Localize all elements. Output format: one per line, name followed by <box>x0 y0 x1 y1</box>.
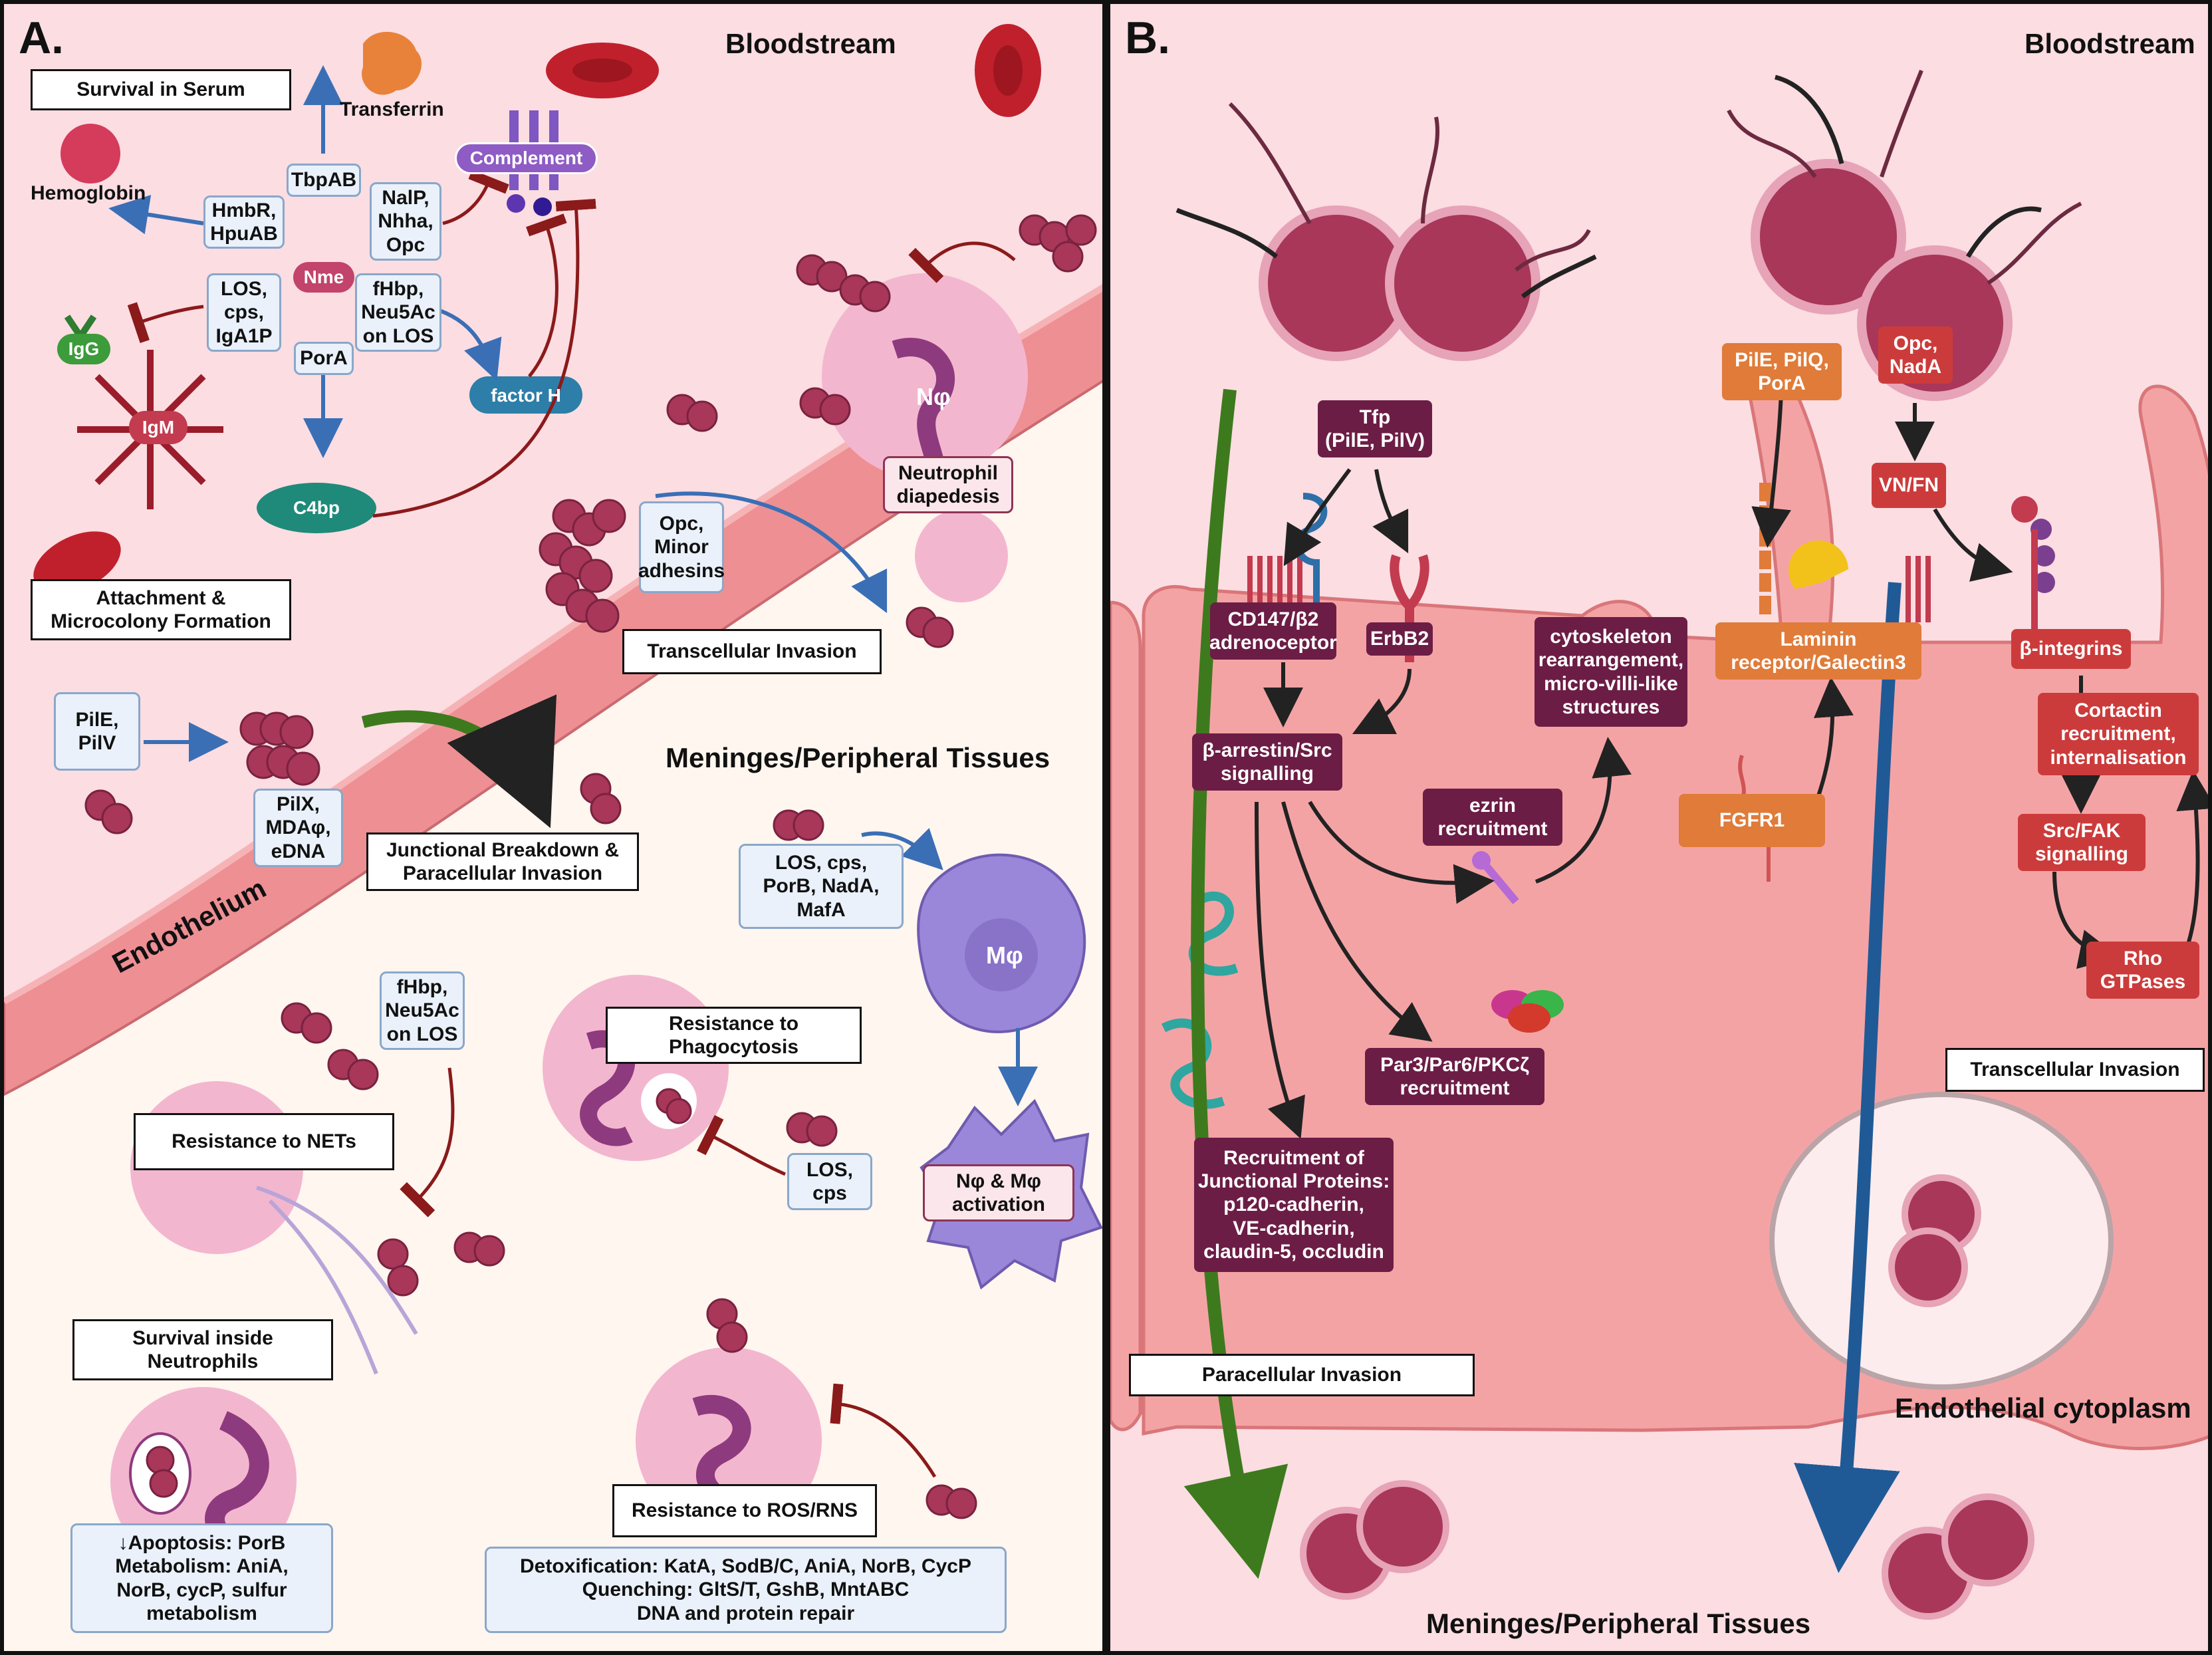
panel-b-tissues-label: Meninges/Peripheral Tissues <box>1426 1608 1811 1639</box>
transcellular-arrow <box>1794 582 1902 1573</box>
cortactin-box: Cortactin recruitment, internalisation <box>2038 693 2199 775</box>
igm-label: IgM <box>129 411 187 444</box>
transferrin-shape <box>362 31 422 95</box>
bacteria <box>84 214 1097 1519</box>
los-cps-box: LOS, cps <box>787 1153 872 1210</box>
panel-a: A. Bloodstream Meninges/Peripheral Tissu… <box>0 0 1106 1655</box>
galectin3 <box>1788 540 1848 589</box>
los-mafa-box: LOS, cps, PorB, NadA, MafA <box>739 844 904 929</box>
c4bp-label: C4bp <box>293 497 340 518</box>
macrophage-cell <box>917 853 1086 1033</box>
integrin-receptor <box>2011 496 2055 636</box>
phagocytosis-title: Resistance to Phagocytosis <box>606 1007 862 1064</box>
panel-b-letter: B. <box>1125 13 1170 63</box>
macrophage-symbol: Mφ <box>986 942 1023 969</box>
tfp-box: Tfp (PilE, PilV) <box>1318 400 1432 457</box>
pora-box: PorA <box>294 342 354 375</box>
panel-b-bloodstream-label: Bloodstream <box>2025 28 2195 59</box>
diapedesis-box: Neutrophil diapedesis <box>883 456 1013 513</box>
complement-label: Complement <box>455 142 598 174</box>
diplococcus-bottom-left <box>1300 1480 1449 1600</box>
transferrin-label: Transferrin <box>340 98 444 120</box>
nme-label: Nme <box>293 262 354 293</box>
fhbp-neu-box: fHbp, Neu5Ac on LOS <box>355 273 441 352</box>
apoptosis-box: ↓Apoptosis: PorB Metabolism: AniA, NorB,… <box>70 1523 333 1633</box>
opc-minor-box: Opc, Minor adhesins <box>638 501 725 593</box>
red-blood-cell <box>33 531 121 594</box>
attachment-title: Attachment & Microcolony Formation <box>31 579 291 640</box>
c4bp-shape <box>257 483 376 533</box>
paracellular-title: Paracellular Invasion <box>1129 1354 1475 1396</box>
transcellular-title-a: Transcellular Invasion <box>622 629 882 674</box>
hemoglobin-shape <box>61 124 120 184</box>
hemoglobin-label: Hemoglobin <box>31 182 146 204</box>
diplococcus-bottom-right <box>1882 1493 2034 1620</box>
arrestin-box: β-arrestin/Src signalling <box>1192 733 1342 791</box>
src-fak-box: Src/FAK signalling <box>2018 814 2146 871</box>
rho-box: Rho GTPases <box>2086 942 2199 999</box>
erbb2-box: ErbB2 <box>1366 622 1433 656</box>
opc-nada-box: Opc, NadA <box>1878 326 1953 384</box>
junctional-proteins-box: Recruitment of Junctional Proteins: p120… <box>1194 1138 1394 1272</box>
igg-label: IgG <box>57 334 110 364</box>
fhbp2-box: fHbp, Neu5Ac on LOS <box>380 971 465 1050</box>
detox-box: Detoxification: KatA, SodB/C, AniA, NorB… <box>485 1547 1007 1633</box>
nalp-box: NalP, Nhha, Opc <box>370 182 441 261</box>
diplococcus-vacuole <box>1888 1174 1981 1307</box>
nets-title: Resistance to NETs <box>134 1113 394 1170</box>
cytoskeleton-box: cytoskeleton rearrangement, micro-villi-… <box>1535 617 1687 727</box>
phagocyte-cell <box>543 975 729 1161</box>
integrins-box: β-integrins <box>2011 629 2131 669</box>
neutrophil-diapedesis-cell <box>822 273 1028 602</box>
pile-pilq-box: PilE, PilQ, PorA <box>1722 343 1842 400</box>
panel-a-bloodstream-label: Bloodstream <box>725 28 896 59</box>
activation-box: Nφ & Mφ activation <box>923 1164 1074 1221</box>
survival-neutrophils-title: Survival inside Neutrophils <box>72 1319 333 1380</box>
panel-b: B. Bloodstream Meninges/Peripheral Tissu… <box>1106 0 2212 1655</box>
green-arrow <box>361 694 556 828</box>
transcellular-title-b: Transcellular Invasion <box>1945 1048 2205 1092</box>
cd147-box: CD147/β2 adrenoceptor <box>1209 602 1337 660</box>
cytoplasm-label: Endothelial cytoplasm <box>1895 1392 2191 1424</box>
panel-a-letter: A. <box>19 13 64 63</box>
fgfr1-box: FGFR1 <box>1679 794 1825 847</box>
panel-a-artwork <box>4 4 1102 1651</box>
diplococcus-top-left <box>1259 205 1540 361</box>
neutrophil-symbol: Nφ <box>916 383 951 410</box>
laminin-box: Laminin receptor/Galectin3 <box>1715 622 1921 680</box>
par3-box: Par3/Par6/PKCζ recruitment <box>1365 1048 1544 1105</box>
ezrin-box: ezrin recruitment <box>1423 789 1562 846</box>
pilx-box: PilX, MDAφ, eDNA <box>253 789 343 867</box>
survival-serum-title: Survival in Serum <box>31 69 291 110</box>
hmbr-box: HmbR, HpuAB <box>203 195 285 249</box>
ros-title: Resistance to ROS/RNS <box>612 1484 877 1537</box>
cd147-receptor <box>1905 556 1931 622</box>
tbpab-box: TbpAB <box>287 164 361 197</box>
vn-fn-box: VN/FN <box>1872 463 1946 508</box>
factor-h-label: factor H <box>491 385 561 406</box>
junctional-title: Junctional Breakdown & Paracellular Inva… <box>366 832 639 891</box>
pile-pilv-box: PilE, PilV <box>54 692 140 771</box>
los-cps-iga-box: LOS, cps, IgA1P <box>207 273 281 352</box>
panel-a-tissues-label: Meninges/Peripheral Tissues <box>666 742 1050 773</box>
